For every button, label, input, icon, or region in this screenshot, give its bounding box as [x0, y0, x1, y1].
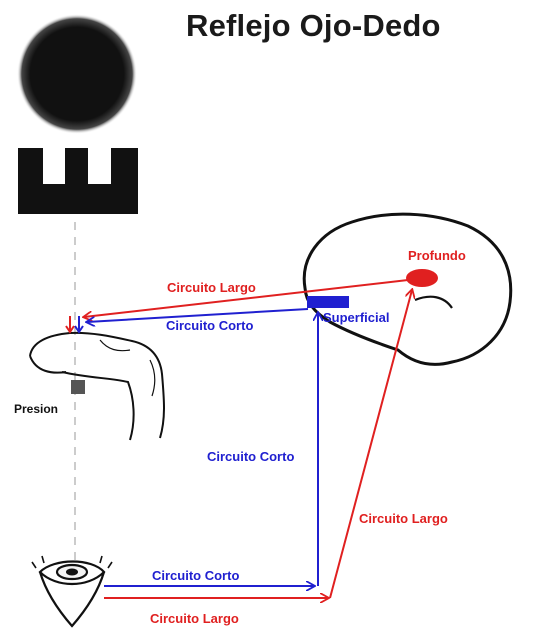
- profundo-node: [406, 269, 438, 287]
- circuito-largo-bottom-label: Circuito Largo: [150, 611, 239, 626]
- blurred-dot-icon: [17, 14, 137, 134]
- presion-label: Presion: [14, 402, 58, 416]
- comb-block-icon: [18, 148, 138, 214]
- circuito-largo-mid-label: Circuito Largo: [359, 511, 448, 526]
- brain-fold: [415, 297, 452, 308]
- circuito-corto-bottom-label: Circuito Corto: [152, 568, 239, 583]
- eye-icon: [32, 556, 112, 626]
- superficial-node: [307, 296, 349, 308]
- profundo-label: Profundo: [408, 248, 466, 263]
- finger-icon: [30, 333, 164, 440]
- superficial-label: Superficial: [323, 310, 389, 325]
- pressure-block: [71, 380, 85, 394]
- circuito-corto-mid-label: Circuito Corto: [207, 449, 294, 464]
- circuito-largo-top-label: Circuito Largo: [167, 280, 256, 295]
- circuito-corto-top-label: Circuito Corto: [166, 318, 253, 333]
